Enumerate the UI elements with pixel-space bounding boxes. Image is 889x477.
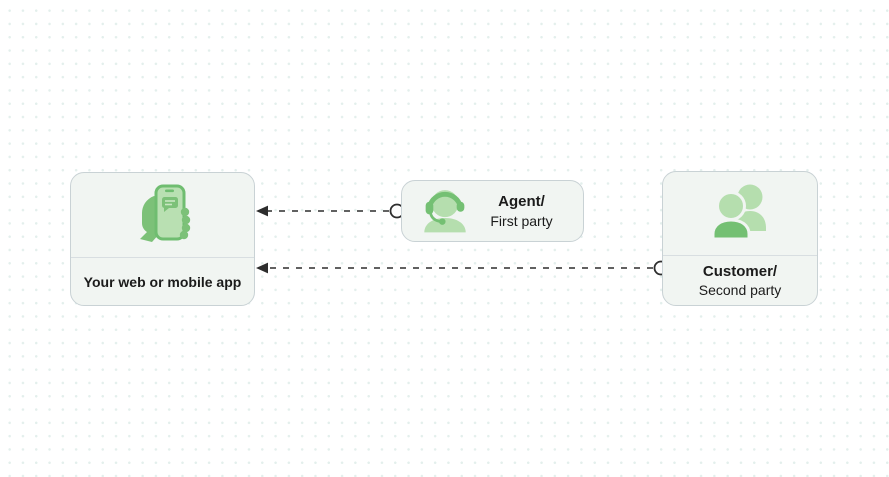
- node-your-app: Your web or mobile app: [70, 172, 255, 306]
- agent-headset-icon: [418, 185, 472, 238]
- node-agent: Agent/ First party: [401, 180, 584, 242]
- arrowhead-icon: [256, 262, 268, 274]
- node-customer: Customer/ Second party: [662, 171, 818, 306]
- node-label: Agent/ First party: [472, 192, 571, 230]
- node-title: Agent/: [498, 192, 545, 210]
- phone-in-hand-icon: [129, 182, 197, 249]
- connector-customer-to-app: [256, 260, 669, 276]
- node-title: Customer/: [702, 262, 778, 280]
- arrowhead-icon: [256, 205, 268, 217]
- node-icon-area: [71, 173, 254, 257]
- node-icon-area: [663, 172, 817, 255]
- node-subtitle: Second party: [698, 282, 782, 299]
- node-subtitle: First party: [490, 212, 553, 229]
- customer-group-icon: [709, 182, 771, 245]
- node-label: Customer/ Second party: [663, 255, 817, 305]
- node-label: Your web or mobile app: [71, 257, 254, 305]
- connector-agent-to-app: [256, 203, 405, 219]
